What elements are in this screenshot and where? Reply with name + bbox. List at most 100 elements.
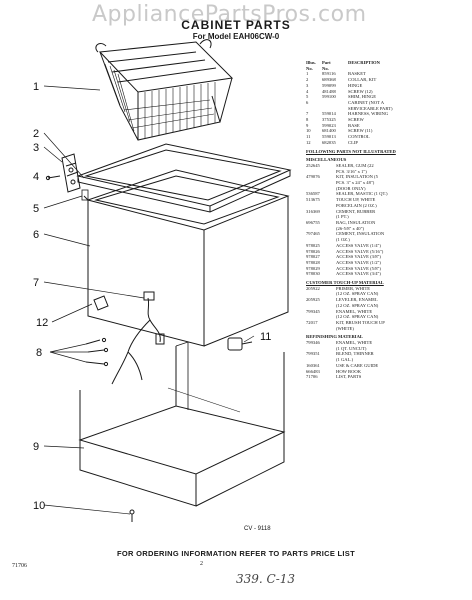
part-description: SEALER, MASTIC (1 QT.) — [336, 191, 388, 197]
refinishing-row: (1 QT. UNCUT) — [306, 346, 468, 352]
part-number: 205925 — [306, 297, 320, 303]
part-description: SERVICEABLE PART) — [348, 105, 393, 111]
base-screw-part — [129, 509, 135, 522]
callout-10: 10 — [33, 500, 45, 512]
part-description: BAG, INSULATION — [336, 219, 376, 225]
part-description: ACCESS VALVE (1/2") — [336, 259, 381, 265]
callout-6: 6 — [33, 229, 39, 241]
handwritten-note: 339. C-13 — [236, 572, 296, 586]
part-number: 799346 — [306, 340, 320, 346]
not-illustrated-heading: FOLLOWING PARTS NOT ILLUSTRATED — [306, 148, 396, 154]
illus-number: 4 — [306, 88, 309, 94]
part-description: SCREW (12) — [348, 88, 373, 94]
misc-row: PCS. 3" x 24" x 48") — [306, 180, 468, 186]
part-number: 559014 — [322, 111, 336, 117]
collar-kit-part — [76, 143, 292, 213]
hinge-part — [61, 153, 81, 193]
misc-heading: MISCELLANEOUS — [306, 157, 347, 163]
part-number: 978027 — [306, 254, 320, 260]
part-description: SCREW — [348, 117, 364, 123]
illus-number: 1 — [306, 71, 309, 77]
part-number: 682035 — [322, 139, 336, 145]
part-number: 666483 — [306, 368, 320, 374]
part-number: 160361 — [306, 362, 320, 368]
control-part — [227, 337, 253, 351]
part-description: ENAMEL, WHITE — [336, 340, 373, 346]
part-description: USE & CARE GUIDE — [336, 362, 379, 368]
refinishing-row: 799346 ENAMEL, WHITE — [306, 340, 468, 346]
touch-up-row: 205925 LEVELER, ENAMEL — [306, 297, 468, 303]
callout-9: 9 — [33, 441, 39, 453]
misc-row: 978027 ACCESS VALVE (3/8") — [306, 254, 468, 260]
misc-row: (26-5/8" x 40") — [306, 226, 468, 232]
part-number: 799351 — [306, 351, 320, 357]
part-number: 252645 — [306, 162, 320, 168]
part-description: TOUCH UP, WHITE — [336, 197, 376, 203]
refinishing-row: 71706 LIST, PARTS — [306, 374, 468, 380]
watermark: AppliancePartsPros.com — [92, 2, 367, 27]
callout-5: 5 — [33, 203, 39, 215]
part-description: ACCESS VALVE (3/8") — [336, 254, 381, 260]
misc-row: PCS. 3/16" x 1") — [306, 169, 468, 175]
misc-row: (DOOR ONLY) — [306, 186, 468, 192]
illus-number: 2 — [306, 77, 309, 83]
form-code: 71706 — [12, 563, 27, 569]
part-description: (1 PT.) — [336, 214, 349, 220]
part-description: LEVELER, ENAMEL — [336, 297, 378, 303]
callout-2: 2 — [33, 128, 39, 140]
leader-lines — [43, 85, 255, 515]
illus-number: 6 — [306, 99, 309, 105]
touch-up-row: (WHITE) — [306, 326, 468, 332]
part-description: CEMENT, RUBBER — [336, 208, 376, 214]
callout-12: 12 — [36, 317, 48, 329]
part-number: 859116 — [322, 71, 336, 77]
callout-4: 4 — [33, 171, 39, 183]
callouts: 1 2 3 4 5 6 7 12 8 9 10 11 CV - 9118 — [33, 81, 271, 532]
refinishing-row: 160361 USE & CARE GUIDE — [306, 363, 468, 369]
callout-7: 7 — [33, 277, 39, 289]
part-description: (DOOR ONLY) — [336, 185, 366, 191]
basket-part — [95, 39, 234, 141]
page-subtitle: For Model EAH06CW-0 — [192, 32, 280, 41]
part-description: PCS. 3" x 24" x 48") — [336, 180, 375, 186]
illus-number: 7 — [306, 111, 309, 117]
misc-row: 536587 SEALER, MASTIC (1 QT.) — [306, 191, 468, 197]
ordering-footer: FOR ORDERING INFORMATION REFER TO PARTS … — [117, 549, 355, 558]
base-part — [78, 341, 286, 507]
part-number: 536587 — [306, 191, 320, 197]
part-number: 978030 — [306, 271, 320, 277]
part-description: KIT, INSULATION (5 — [336, 174, 378, 180]
part-description: HOW BOOK — [336, 368, 362, 374]
part-number: 599100 — [322, 94, 336, 100]
part-description: COLLAR, KIT — [348, 77, 377, 83]
illus-number: 8 — [306, 117, 309, 123]
callout-8: 8 — [36, 347, 42, 359]
part-description: SCREW (11) — [348, 128, 373, 134]
figure-reference: CV - 9118 — [244, 526, 271, 532]
part-description: LIST, PARTS — [336, 374, 362, 380]
part-description: ACCESS VALVE (1/4") — [336, 242, 381, 248]
part-description: (1 GAL.) — [336, 357, 354, 363]
part-description: BASKET — [348, 71, 366, 77]
callout-11: 11 — [260, 331, 271, 343]
part-description: ENAMEL, WHITE — [336, 308, 373, 314]
illus-number: 9 — [306, 122, 309, 128]
part-number: 681400 — [322, 128, 336, 134]
part-description: PRIMER, WHITE — [336, 285, 371, 291]
part-number: 71706 — [306, 374, 318, 380]
refinishing-heading: REFINISHING MATERIAL — [306, 334, 363, 340]
